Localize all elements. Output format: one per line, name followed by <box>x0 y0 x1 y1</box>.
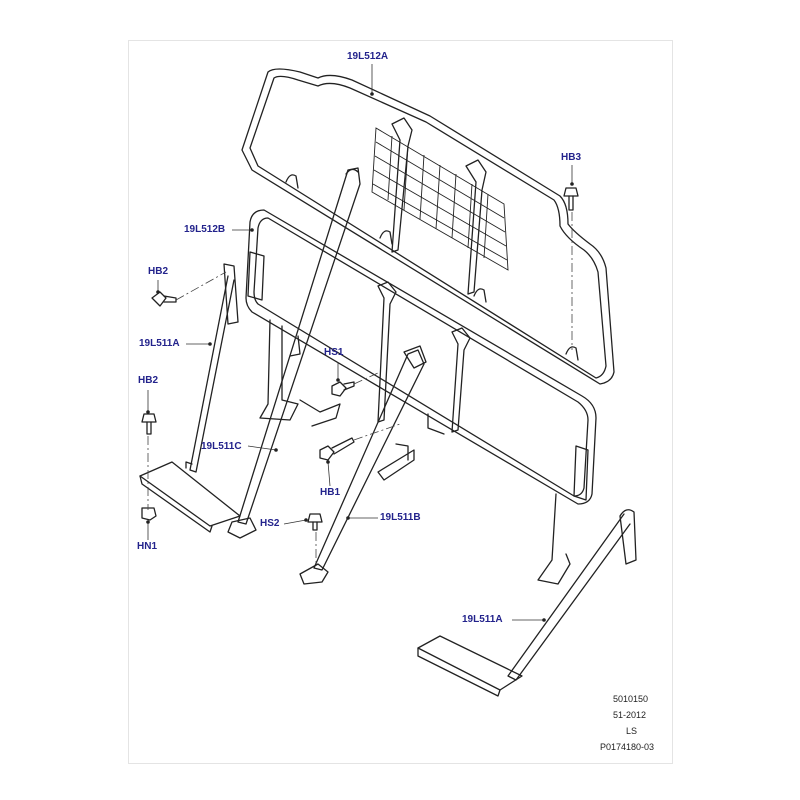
bolt-hb2-mid <box>141 413 157 435</box>
screw-hs1 <box>331 381 355 397</box>
strut-19L511B <box>299 345 427 585</box>
callout-HB1: HB1 <box>320 487 341 498</box>
callout-HB2-mid: HB2 <box>138 375 159 386</box>
callout-HB2-top: HB2 <box>148 266 169 277</box>
cargo-guard-upper-frame <box>241 68 615 385</box>
cargo-guard-lower-frame <box>245 209 597 585</box>
footer-model-code: LS <box>626 726 638 736</box>
callout-19L512A: 19L512A <box>347 51 389 62</box>
alignment-lines <box>147 212 573 566</box>
footer-catalog-number: 5010150 <box>613 694 649 704</box>
strut-19L511A-right <box>417 509 637 697</box>
callout-19L511C: 19L511C <box>201 441 242 452</box>
callout-19L512B: 19L512B <box>184 224 226 235</box>
footer-date-code: 51-2012 <box>613 710 647 720</box>
strut-19L511A-left <box>139 263 241 533</box>
callout-HS1: HS1 <box>324 347 344 358</box>
bolt-hb1 <box>319 437 355 461</box>
screw-hs2 <box>307 513 323 531</box>
callout-HB3: HB3 <box>561 152 582 163</box>
strut-19L511C <box>227 167 361 539</box>
nut-hn1 <box>141 507 157 521</box>
callout-19L511B: 19L511B <box>380 512 421 523</box>
footer-illustration-id: P0174180-03 <box>600 742 655 752</box>
bolt-hb2-top <box>151 291 177 307</box>
callout-HS2: HS2 <box>260 518 280 529</box>
diagram-frame <box>128 40 673 764</box>
callout-HN1: HN1 <box>137 541 158 552</box>
leader-lines <box>146 64 574 622</box>
callout-19L511A-left: 19L511A <box>139 338 180 349</box>
bolt-hb3 <box>563 187 579 211</box>
callout-19L511A-right: 19L511A <box>462 614 503 625</box>
